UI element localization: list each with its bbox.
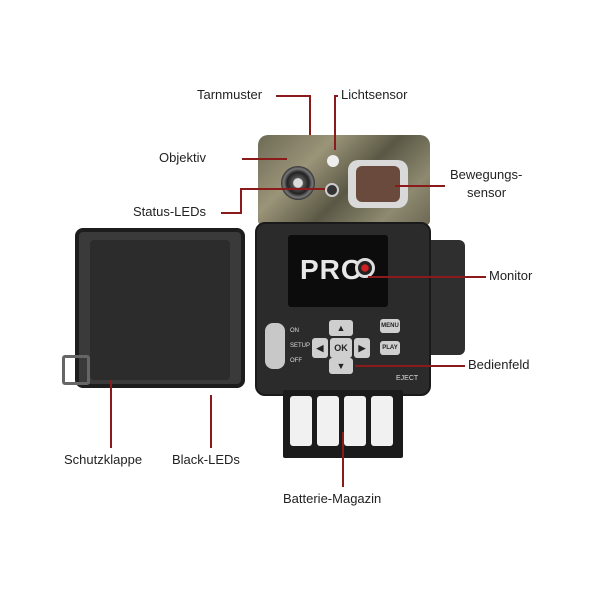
label-monitor: Monitor	[489, 268, 533, 283]
down-button[interactable]: ▼	[329, 358, 353, 374]
label-bewegungssensor-2: sensor	[467, 185, 507, 200]
light-sensor	[327, 155, 339, 167]
right-button[interactable]: ▶	[354, 338, 370, 358]
label-bewegungssensor-1: Bewegungs-	[450, 167, 523, 182]
left-button[interactable]: ◀	[312, 338, 328, 358]
leader-line	[395, 185, 445, 187]
leader-line	[309, 95, 311, 135]
leader-line	[355, 365, 465, 367]
battery	[344, 396, 366, 446]
switch-setup-label: SETUP	[290, 343, 311, 349]
leader-line	[276, 95, 311, 97]
leader-line	[334, 95, 338, 97]
battery	[317, 396, 339, 446]
label-schutzklappe: Schutzklappe	[64, 452, 143, 467]
flap-hinge	[62, 355, 90, 385]
battery	[371, 396, 393, 446]
label-status-leds: Status-LEDs	[133, 204, 206, 219]
leader-line	[342, 432, 344, 487]
camera-lens	[281, 166, 315, 200]
label-black-leds: Black-LEDs	[172, 452, 240, 467]
power-switch[interactable]	[265, 323, 285, 369]
leader-line	[110, 380, 112, 448]
leader-line	[334, 95, 336, 150]
leader-line	[240, 188, 242, 214]
leader-line	[210, 395, 212, 448]
leader-line	[368, 276, 486, 278]
mount-bracket	[425, 240, 465, 355]
up-button[interactable]: ▲	[329, 320, 353, 336]
label-lichtsensor: Lichtsensor	[341, 87, 408, 102]
battery	[290, 396, 312, 446]
menu-button[interactable]: MENU	[380, 319, 400, 333]
screen-logo: PRO	[300, 254, 364, 285]
status-led	[325, 183, 339, 197]
label-batterie-magazin: Batterie-Magazin	[283, 491, 382, 506]
switch-off-label: OFF	[290, 358, 302, 364]
label-objektiv: Objektiv	[159, 150, 206, 165]
label-bedienfeld: Bedienfeld	[468, 357, 530, 372]
motion-sensor	[348, 160, 408, 208]
leader-line	[240, 188, 325, 190]
leader-line	[242, 158, 287, 160]
leader-line	[221, 212, 241, 214]
label-tarnmuster: Tarnmuster	[197, 87, 263, 102]
flap-inner-panel	[90, 240, 230, 380]
ok-button[interactable]: OK	[330, 338, 352, 358]
play-button[interactable]: PLAY	[380, 341, 400, 355]
record-icon	[355, 258, 375, 278]
eject-label: EJECT	[396, 375, 419, 382]
switch-on-label: ON	[290, 328, 299, 334]
